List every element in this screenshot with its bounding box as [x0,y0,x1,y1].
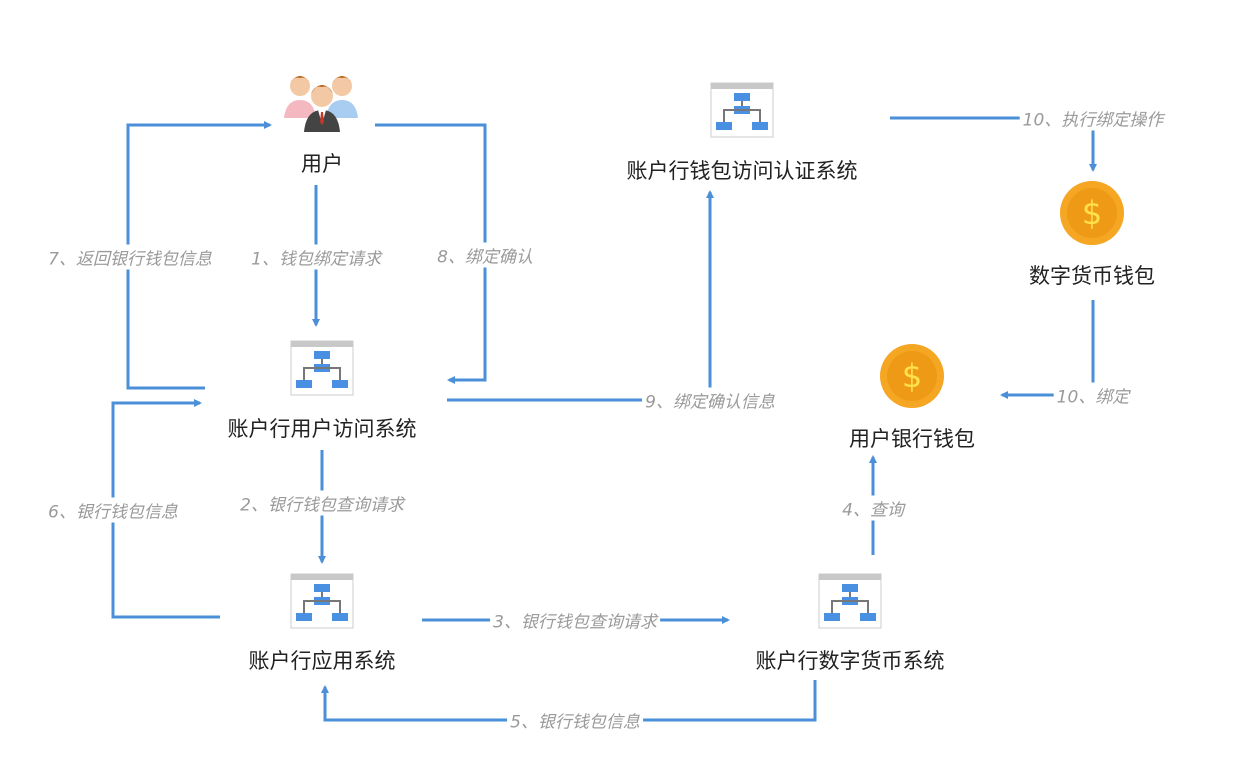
edge-2-label: 2、银行钱包查询请求 [237,490,407,516]
system-icon [290,573,354,633]
node-digital-currency-system-label: 账户行数字货币系统 [755,649,945,673]
system-icon [710,82,774,142]
node-user-label: 用户 [301,152,343,176]
node-digital-wallet-label: 数字货币钱包 [1029,264,1155,288]
edge-8-label: 8、绑定确认 [434,242,536,268]
svg-text:$: $ [902,357,922,395]
edge-3-label: 3、银行钱包查询请求 [490,607,660,633]
edge-6-label: 6、银行钱包信息 [45,497,181,523]
edge-5-label: 5、银行钱包信息 [507,707,643,733]
coin-icon: $ [879,343,945,413]
node-app-system-label: 账户行应用系统 [248,649,396,673]
edge-9-label: 9、绑定确认信息 [642,387,778,413]
coin-icon: $ [1059,180,1125,250]
svg-text:$: $ [1082,194,1102,232]
edge-10b-line [1000,300,1095,399]
system-icon [290,340,354,400]
edge-10b-label: 10、绑定 [1053,382,1133,408]
edge-1-label: 1、钱包绑定请求 [248,244,384,270]
node-access-system-label: 账户行用户访问系统 [227,417,417,441]
users-icon [284,68,360,136]
node-bank-wallet-label: 用户银行钱包 [849,427,975,451]
system-icon [818,573,882,633]
node-auth-system-label: 账户行钱包访问认证系统 [626,159,858,183]
edge-10a-label: 10、执行绑定操作 [1019,105,1167,131]
edge-4-label: 4、查询 [839,495,907,521]
edge-7-label: 7、返回银行钱包信息 [45,244,215,270]
